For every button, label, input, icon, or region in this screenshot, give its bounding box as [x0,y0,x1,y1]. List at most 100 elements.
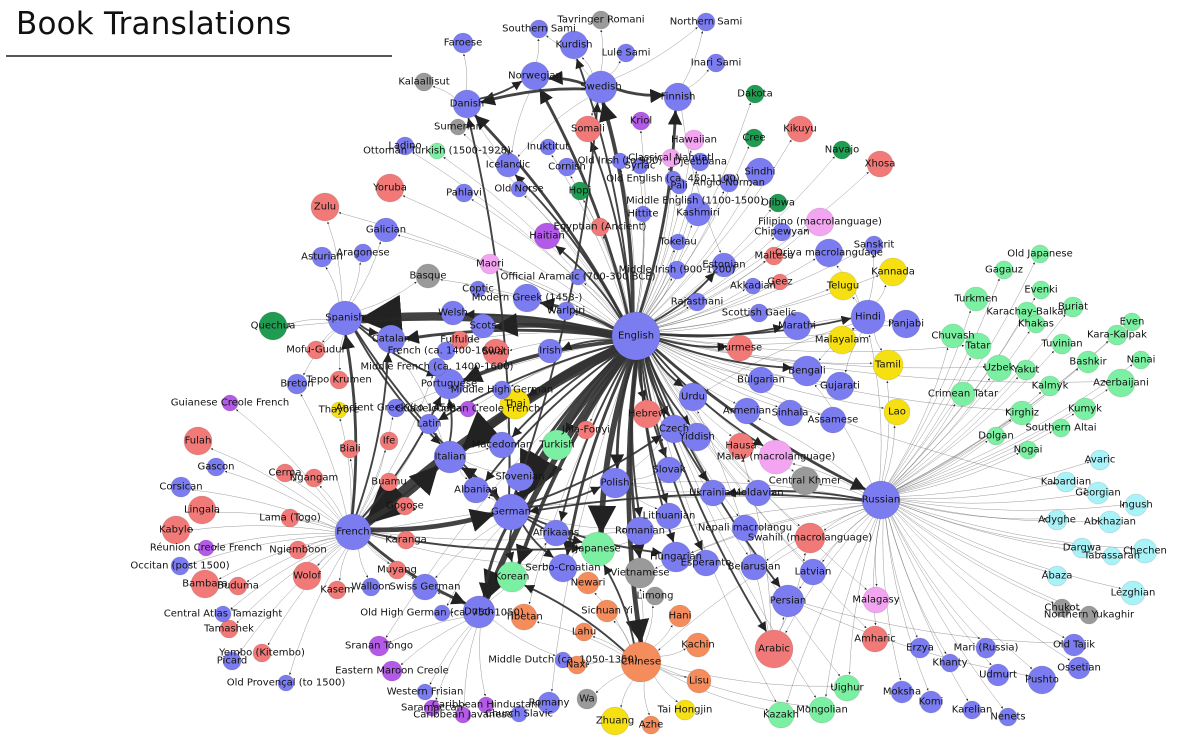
node-jola-fonyi[interactable] [576,420,596,440]
node-central-atlas-tamazight[interactable] [214,605,232,623]
node-cree[interactable] [744,128,764,148]
node-thayore[interactable] [330,401,348,419]
node-tuvinian[interactable] [1051,333,1073,355]
node-japanese[interactable] [580,531,616,567]
node-kazakh[interactable] [767,701,795,729]
node-hebrew[interactable] [632,399,662,429]
node-romany[interactable] [537,691,561,715]
node-guianese-creole-french[interactable] [221,394,239,412]
node-uzbek[interactable] [985,354,1013,382]
node-latvian[interactable] [799,558,827,586]
node-portuguese[interactable] [433,368,465,400]
node-lahu[interactable] [574,622,594,642]
node-swati[interactable] [482,338,510,366]
node-nanai[interactable] [1131,350,1151,370]
node-komi[interactable] [919,690,943,714]
node-burmese[interactable] [726,334,754,362]
node-ngangam[interactable] [304,468,324,488]
node-old-norse[interactable] [510,180,528,198]
node-hittite[interactable] [634,205,652,223]
node-karanga[interactable] [396,530,416,550]
node-albanian[interactable] [462,476,490,504]
node-northern-yukaghir[interactable] [1079,605,1099,625]
node-pahlavi[interactable] [454,183,474,203]
node-marathi[interactable] [782,311,812,341]
node-lama-togo[interactable] [280,508,300,528]
node-kasem[interactable] [327,580,347,600]
node-estonian[interactable] [711,252,737,278]
node-finnish[interactable] [663,82,693,112]
node-caribbean-javanese[interactable] [454,706,472,724]
node-kannada[interactable] [878,257,908,287]
node-maori[interactable] [479,253,501,275]
node-crimean-tatar[interactable] [950,381,976,407]
node-mongolian[interactable] [808,696,836,724]
node-sinhala[interactable] [776,399,804,427]
node-corsican[interactable] [170,476,192,498]
node-chukot[interactable] [1052,598,1072,618]
node-scottish-gaelic[interactable] [749,303,769,323]
node-chipewyan[interactable] [772,222,792,242]
node-naxi[interactable] [567,655,587,675]
node-occitan-post-1500[interactable] [170,556,190,576]
node-akkadian[interactable] [744,277,762,295]
node-guadeloupean-creole-french[interactable] [459,400,477,418]
node-abaza[interactable] [1046,565,1068,587]
node-hopi[interactable] [570,181,590,201]
node-gascon[interactable] [206,457,226,477]
node-rajasthani[interactable] [687,292,707,312]
node-quechua[interactable] [258,311,288,341]
node-dolgan[interactable] [986,426,1006,446]
node-nepali-macrolanguage[interactable] [731,514,759,542]
node-ancient-greek-to-1453[interactable] [386,398,406,418]
node-french-ca-1400-1600[interactable] [436,341,456,361]
node-bengali[interactable] [791,355,823,387]
node-inari-sami[interactable] [706,53,726,73]
node-spanish[interactable] [327,300,363,336]
node-icelandic[interactable] [495,152,521,178]
node-middle-irish-900-1200[interactable] [667,260,687,280]
node-biali[interactable] [340,439,360,459]
node-sanskrit[interactable] [864,235,884,255]
node-basque[interactable] [415,263,441,289]
node-middle-french-ca-1400-1600[interactable] [427,357,447,377]
node-yoruba[interactable] [375,173,405,203]
node-kumyk[interactable] [1073,397,1097,421]
node-sichuan-yi[interactable] [595,599,619,623]
node-uighur[interactable] [833,674,861,702]
node-breton[interactable] [286,373,308,395]
node-tatar[interactable] [964,332,992,360]
node-persian[interactable] [771,584,805,618]
node-malagasy[interactable] [862,586,890,614]
node-nenets[interactable] [998,707,1018,727]
node-galician[interactable] [373,217,399,243]
node-kalaallisut[interactable] [414,72,434,92]
node-tabassaran[interactable] [1102,546,1122,566]
node-hungarian[interactable] [660,541,692,573]
node-buriat[interactable] [1062,296,1084,318]
node-walloon[interactable] [361,577,381,597]
node-anglo-norman[interactable] [719,173,739,193]
node-hindi[interactable] [850,299,886,335]
node-korean[interactable] [496,561,528,593]
node-turkmen[interactable] [963,286,989,312]
node-sindhi[interactable] [745,157,775,187]
node-azhe[interactable] [641,715,661,735]
node-tamashek[interactable] [219,619,239,639]
node-kikuyu[interactable] [786,115,814,143]
node-panjabi[interactable] [891,309,921,339]
node-mari-russia[interactable] [975,637,997,659]
node-lao[interactable] [883,398,911,426]
node-fulfulde[interactable] [450,330,470,350]
node-french[interactable] [334,513,372,551]
node-evenki[interactable] [1031,280,1051,300]
node-old-tajik[interactable] [1062,633,1086,657]
node-tibetan[interactable] [510,603,538,631]
node-official-aramaic-700-300-bce[interactable] [569,268,587,286]
node-lingala[interactable] [187,495,217,525]
node-nogai[interactable] [1018,440,1038,460]
node-old-high-german-ca-750-1050[interactable] [433,604,451,622]
node-newari[interactable] [576,571,600,595]
node-arabic[interactable] [754,629,794,669]
node-even[interactable] [1122,312,1142,332]
